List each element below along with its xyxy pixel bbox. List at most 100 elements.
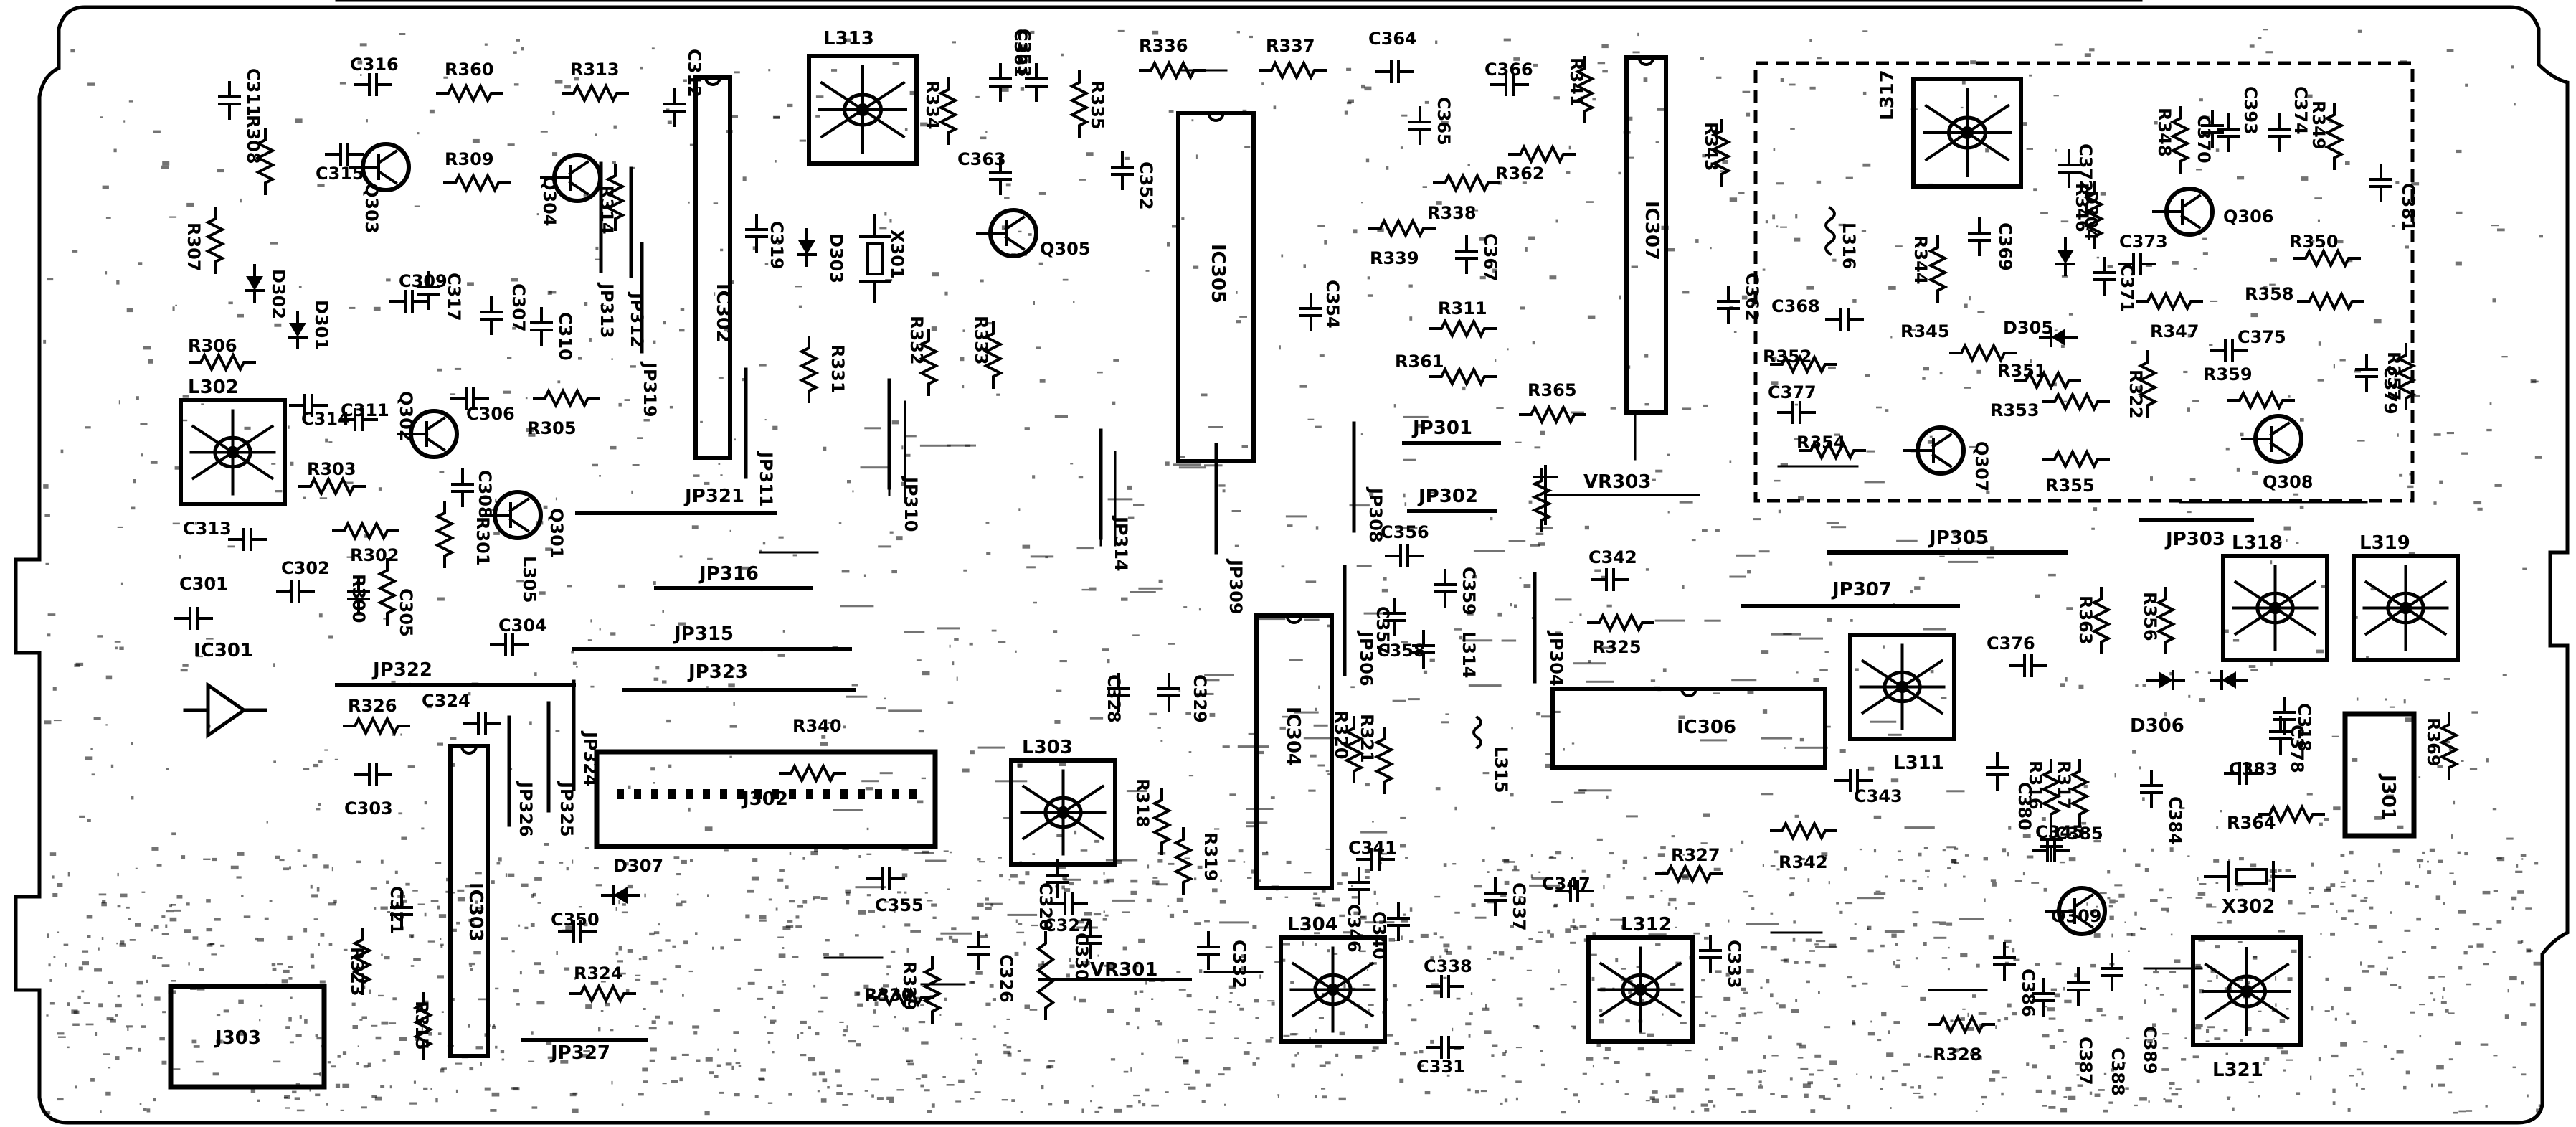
resistor-symbol bbox=[2090, 587, 2112, 654]
label-c329: C329 bbox=[1190, 674, 1210, 723]
capacitor-symbol bbox=[228, 528, 267, 551]
label-jp308: JP308 bbox=[1365, 486, 1386, 543]
label-r360: R360 bbox=[445, 60, 494, 80]
resistor-symbol bbox=[2227, 390, 2295, 411]
capacitor-symbol bbox=[663, 88, 686, 127]
capacitor-symbol bbox=[1197, 931, 1220, 970]
label-jp302: JP302 bbox=[1417, 486, 1478, 507]
resistor-symbol bbox=[1429, 366, 1497, 387]
capacitor-symbol bbox=[417, 271, 440, 310]
label-c340: C340 bbox=[1369, 911, 1389, 960]
capacitor-symbol bbox=[1299, 293, 1322, 331]
resistor-symbol bbox=[1373, 727, 1395, 794]
label-c370: C370 bbox=[2194, 115, 2214, 164]
label-l303: L303 bbox=[1022, 737, 1073, 758]
label-c369: C369 bbox=[1995, 222, 2015, 271]
label-d306: D306 bbox=[2130, 715, 2184, 737]
capacitor-symbol bbox=[1412, 630, 1435, 669]
resistor-symbol bbox=[569, 983, 636, 1004]
label-ic304: IC304 bbox=[1282, 707, 1304, 766]
label-r356: R356 bbox=[2140, 592, 2160, 641]
label-c314: C314 bbox=[301, 409, 350, 429]
transformer-symbol bbox=[2191, 935, 2303, 1047]
label-ic302: IC302 bbox=[712, 283, 734, 343]
resistor-symbol bbox=[1151, 788, 1173, 855]
resistor-symbol bbox=[2040, 759, 2062, 826]
resistor-symbol bbox=[982, 321, 1004, 389]
label-r328: R328 bbox=[1933, 1045, 1982, 1065]
label-c321: C321 bbox=[387, 886, 407, 935]
label-r325: R325 bbox=[1592, 637, 1642, 657]
label-r337: R337 bbox=[1266, 36, 1315, 56]
ic-body bbox=[1624, 55, 1668, 415]
capacitor-symbol bbox=[2224, 762, 2263, 785]
transistor-symbol bbox=[976, 208, 1038, 258]
resistor-symbol bbox=[562, 82, 629, 104]
label-l317: L317 bbox=[1877, 70, 1898, 121]
label-r302: R302 bbox=[350, 545, 399, 565]
capacitor-symbol bbox=[276, 580, 315, 603]
label-c301: C301 bbox=[179, 574, 228, 594]
label-d304: D304 bbox=[2081, 190, 2101, 240]
label-d302: D302 bbox=[268, 269, 288, 319]
label-r311: R311 bbox=[1438, 298, 1487, 319]
resistor-symbol bbox=[2395, 343, 2417, 410]
label-r355: R355 bbox=[2045, 476, 2095, 496]
label-r365: R365 bbox=[1528, 380, 1577, 400]
label-j301: J301 bbox=[2377, 773, 2399, 821]
label-r344: R344 bbox=[1910, 235, 1931, 285]
resistor-symbol bbox=[1139, 60, 1206, 81]
label-jp326: JP326 bbox=[516, 781, 536, 837]
resistor-symbol bbox=[1574, 56, 1596, 123]
resistor-symbol bbox=[918, 329, 939, 396]
resistor-symbol bbox=[436, 82, 503, 104]
capacitor-symbol bbox=[1986, 752, 2009, 791]
label-vr303: VR303 bbox=[1583, 471, 1651, 493]
label-r345: R345 bbox=[1900, 321, 1950, 341]
capacitor-symbol bbox=[1049, 892, 1088, 915]
resistor-symbol bbox=[1259, 60, 1327, 81]
label-c337: C337 bbox=[1509, 882, 1529, 931]
ic-body bbox=[1176, 111, 1256, 463]
ic-body bbox=[448, 744, 490, 1058]
label-jp316: JP316 bbox=[698, 563, 759, 585]
label-c332: C332 bbox=[1229, 940, 1249, 989]
transistor-symbol bbox=[2241, 414, 2303, 464]
label-r334: R334 bbox=[922, 80, 942, 130]
label-c388: C388 bbox=[2108, 1047, 2128, 1096]
label-jp307: JP307 bbox=[1831, 579, 1892, 600]
resistor-symbol bbox=[2014, 369, 2081, 391]
resistor-symbol bbox=[1368, 217, 1436, 239]
label-r327: R327 bbox=[1671, 845, 1720, 865]
label-r338: R338 bbox=[1427, 203, 1477, 223]
capacitor-symbol bbox=[2210, 339, 2248, 362]
capacitor-symbol bbox=[289, 394, 328, 417]
label-q305: Q305 bbox=[1040, 239, 1091, 259]
label-jp306: JP306 bbox=[1356, 630, 1376, 687]
label-jp305: JP305 bbox=[1928, 527, 1989, 549]
label-c367: C367 bbox=[1480, 233, 1500, 282]
capacitor-symbol bbox=[339, 408, 378, 431]
label-c363: C363 bbox=[957, 149, 1006, 169]
label-jp327: JP327 bbox=[549, 1042, 610, 1064]
label-r359: R359 bbox=[2203, 364, 2253, 385]
capacitor-symbol bbox=[1079, 920, 1102, 959]
ic-body bbox=[1254, 613, 1334, 890]
label-c305: C305 bbox=[396, 588, 416, 637]
resistor-symbol bbox=[1069, 70, 1090, 138]
label-r363: R363 bbox=[2075, 595, 2096, 645]
resistor-symbol bbox=[922, 956, 943, 1024]
transformer-symbol bbox=[179, 398, 287, 506]
capacitor-symbol bbox=[390, 892, 413, 930]
label-c310: C310 bbox=[555, 312, 575, 361]
label-c377: C377 bbox=[1768, 382, 1817, 402]
label-q302: Q302 bbox=[396, 391, 416, 442]
label-r349: R349 bbox=[2309, 100, 2329, 150]
label-r326: R326 bbox=[348, 696, 397, 716]
resistor-symbol bbox=[1429, 318, 1497, 339]
capacitor-symbol bbox=[1408, 106, 1431, 145]
resistor-symbol bbox=[2324, 103, 2345, 170]
label-c368: C368 bbox=[1771, 296, 1820, 316]
label-c372: C372 bbox=[2075, 143, 2096, 192]
